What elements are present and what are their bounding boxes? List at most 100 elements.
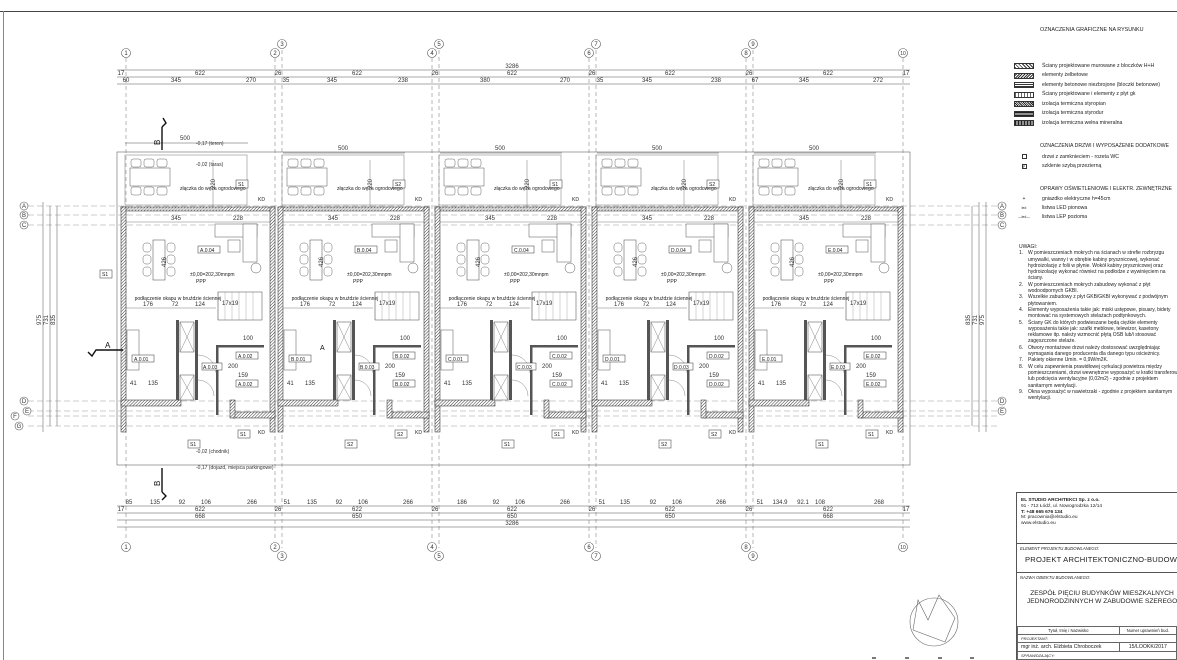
svg-text:S2: S2 <box>661 442 667 448</box>
svg-text:KD: KD <box>258 197 265 203</box>
svg-text:B: B <box>22 213 26 219</box>
svg-text:650: 650 <box>665 514 676 520</box>
svg-text:5: 5 <box>437 42 441 48</box>
legend-item: drzwi z zamknieciem - rozeta WC <box>1014 153 1177 162</box>
svg-text:S1: S1 <box>238 182 244 188</box>
svg-text:622: 622 <box>507 71 518 77</box>
svg-text:-0,17 (dojazd, miejsca parking: -0,17 (dojazd, miejsca parkingowe) <box>196 465 274 471</box>
socket-icon: + <box>1022 196 1026 203</box>
svg-text:220: 220 <box>839 178 845 189</box>
svg-text:17: 17 <box>118 507 125 513</box>
svg-text:106: 106 <box>515 500 526 506</box>
svg-text:35: 35 <box>283 78 290 84</box>
svg-text:KD: KD <box>572 430 579 436</box>
terrace-width-lines <box>125 142 876 154</box>
svg-text:A: A <box>105 341 111 350</box>
svg-text:100: 100 <box>871 336 882 342</box>
svg-text:D: D <box>22 399 27 405</box>
svg-text:72: 72 <box>643 302 650 308</box>
note-line: wentylacji. <box>1028 395 1052 402</box>
legend-item: izolacja termiczna styropian <box>1014 99 1177 109</box>
svg-text:17x19: 17x19 <box>693 301 710 307</box>
svg-text:200: 200 <box>542 364 553 370</box>
svg-text:S1: S1 <box>240 432 246 438</box>
svg-text:92: 92 <box>336 500 343 506</box>
designer-license: 15/LOOKK/2017 <box>1118 642 1177 652</box>
note-line: montować na systemowych stelażach podtyn… <box>1028 313 1147 320</box>
note-line: 6.Otwory montażowe drzwi należy dostosow… <box>1019 344 1161 351</box>
svg-text:500: 500 <box>180 136 191 142</box>
svg-text:426: 426 <box>162 256 168 267</box>
svg-text:622: 622 <box>665 507 676 513</box>
led-horizontal-icon: —led— <box>1018 215 1030 220</box>
svg-text:92: 92 <box>493 500 500 506</box>
svg-text:3: 3 <box>280 554 284 560</box>
svg-text:92.1: 92.1 <box>797 500 809 506</box>
svg-text:17x19: 17x19 <box>222 301 239 307</box>
svg-text:17: 17 <box>118 71 125 77</box>
svg-text:500: 500 <box>809 146 820 152</box>
svg-text:3: 3 <box>280 42 284 48</box>
row-axis-labels: A B C D E F G A B C D E <box>13 204 1005 430</box>
svg-text:345: 345 <box>799 216 810 222</box>
note-line: lub podcięcia wentylacyjne (0,02m2) - zg… <box>1028 376 1158 383</box>
svg-text:S1: S1 <box>102 272 108 278</box>
svg-text:B.0.03: B.0.03 <box>360 365 375 371</box>
svg-text:S1: S1 <box>554 432 560 438</box>
section-markers <box>87 117 167 501</box>
svg-text:B: B <box>1000 213 1004 219</box>
horizontal-grid-lines <box>28 205 1000 427</box>
svg-text:270: 270 <box>560 78 571 84</box>
legend-title: OZNACZENIA GRAFICZNE NA RYSUNKU <box>1040 27 1144 33</box>
svg-text:35: 35 <box>597 78 604 84</box>
svg-text:E.0.04: E.0.04 <box>828 248 843 254</box>
legend-item: elementy żelbetowe <box>1014 71 1177 81</box>
svg-text:731: 731 <box>44 314 50 325</box>
svg-text:238: 238 <box>398 78 409 84</box>
svg-text:podłączenie okapu w bruździe ś: podłączenie okapu w bruździe ściennej <box>606 296 693 302</box>
svg-text:-0,02 (taras): -0,02 (taras) <box>196 162 224 168</box>
svg-text:podłączenie okapu w bruździe ś: podłączenie okapu w bruździe ściennej <box>292 296 379 302</box>
svg-text:220: 220 <box>525 178 531 189</box>
svg-text:S1: S1 <box>866 182 872 188</box>
note-line: płytowaniem. <box>1028 300 1058 307</box>
svg-text:KD: KD <box>729 430 736 436</box>
svg-text:B.0.02: B.0.02 <box>395 354 410 360</box>
svg-text:C: C <box>22 223 27 229</box>
svg-text:124: 124 <box>195 302 206 308</box>
svg-text:S2: S2 <box>709 182 715 188</box>
svg-text:108: 108 <box>815 500 826 506</box>
svg-text:B: B <box>153 481 162 486</box>
svg-text:E.0.01: E.0.01 <box>762 357 777 363</box>
svg-text:26: 26 <box>746 507 753 513</box>
svg-text:176: 176 <box>457 302 468 308</box>
svg-text:135: 135 <box>305 381 316 387</box>
legend-item: Ściany projektowane i elementy z płyt gk <box>1014 90 1177 100</box>
svg-text:C.0.02: C.0.02 <box>552 382 567 388</box>
svg-text:D.0.04: D.0.04 <box>671 248 686 254</box>
column-axis-labels-top: 1 2 3 4 5 6 7 8 9 10 <box>124 42 906 57</box>
svg-text:200: 200 <box>385 364 396 370</box>
legend-item: izolacja termiczna wełna mineralna <box>1014 118 1177 128</box>
svg-text:668: 668 <box>195 514 206 520</box>
note-line: ściany. <box>1028 275 1044 282</box>
top-dimension-lines <box>117 69 910 85</box>
svg-text:-0,17 (teren): -0,17 (teren) <box>196 141 224 147</box>
svg-text:26: 26 <box>589 507 596 513</box>
company-info: EL STUDIO ARCHITEKCI Sp. z o.o. 91 - 712… <box>1021 498 1103 527</box>
notes-list: 1.W pomieszczeniach mokrych na ścianach … <box>1019 250 1177 401</box>
svg-text:C.0.03: C.0.03 <box>517 365 532 371</box>
svg-text:135: 135 <box>148 381 159 387</box>
svg-text:72: 72 <box>172 302 179 308</box>
hatch-hh-blocks-icon <box>1014 63 1034 70</box>
legend-item: izolacja termiczna styrodur <box>1014 109 1177 119</box>
svg-text:S2: S2 <box>347 442 353 448</box>
svg-text:KD: KD <box>729 197 736 203</box>
section-marker-labels: A B B A <box>105 140 325 486</box>
legend-item: —led— listwa LEP pozioma <box>1014 213 1177 222</box>
